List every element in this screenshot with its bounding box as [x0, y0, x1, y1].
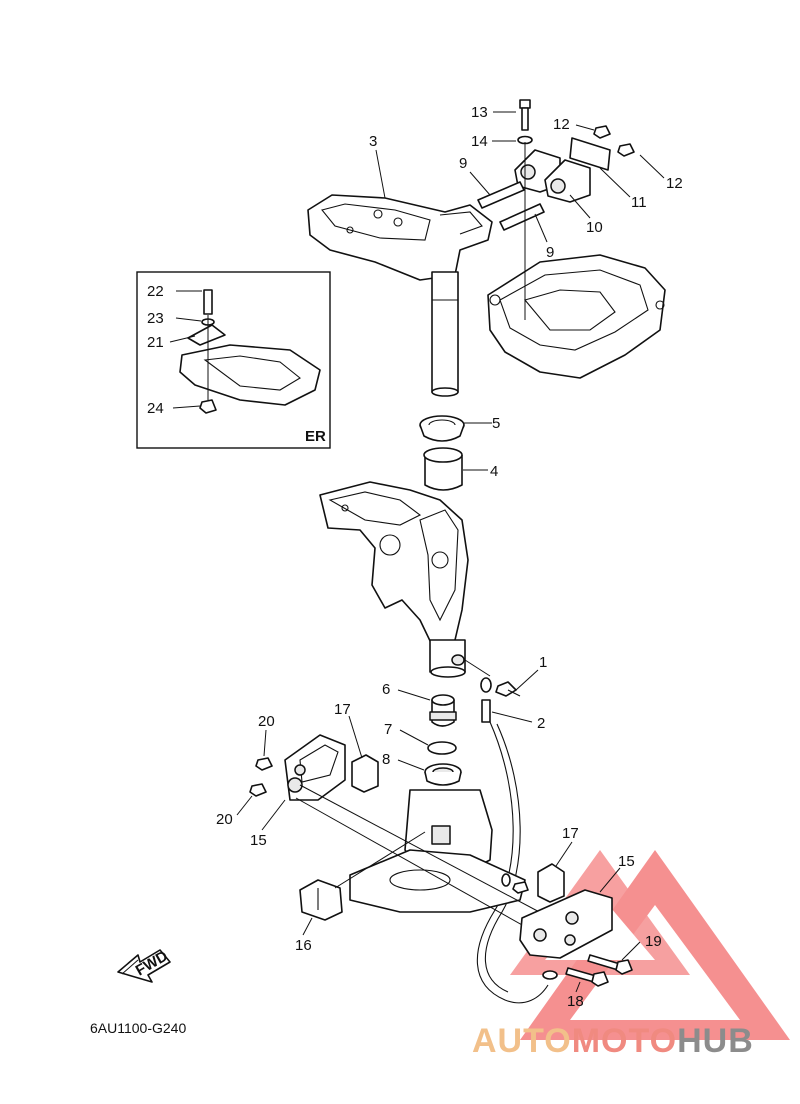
o-ring-part-7 — [427, 741, 457, 755]
callout-16: 16 — [295, 937, 312, 954]
callout-4: 4 — [490, 463, 498, 480]
callout-13: 13 — [471, 104, 488, 121]
fwd-label: FWD — [133, 948, 171, 980]
er-inset-panel — [136, 271, 331, 449]
nut-part-12a — [593, 125, 611, 139]
nut-part-12b — [617, 143, 635, 157]
hose-end-fitting — [542, 970, 558, 980]
studs-part-9 — [477, 181, 545, 231]
nut-part-20a — [255, 757, 273, 771]
seal-part-8 — [424, 763, 462, 786]
rubber-block-part-17b — [537, 863, 565, 903]
clamp-part-15b — [519, 889, 613, 959]
callout-23: 23 — [147, 310, 164, 327]
callout-10: 10 — [586, 219, 603, 236]
diagram-code: 6AU1100-G240 — [90, 1020, 186, 1036]
callout-7: 7 — [384, 721, 392, 738]
callout-2: 2 — [537, 715, 545, 732]
watermark-text: AUTOMOTOHUB — [472, 1022, 754, 1060]
callout-12a: 12 — [553, 116, 570, 133]
callout-6: 6 — [382, 681, 390, 698]
leader-lines — [169, 111, 665, 993]
callout-20b: 20 — [216, 811, 233, 828]
callout-19: 19 — [645, 933, 662, 950]
rubber-block-part-17a — [351, 754, 379, 793]
callout-21: 21 — [147, 334, 164, 351]
callout-15a: 15 — [250, 832, 267, 849]
bolt-part-18 — [565, 967, 609, 987]
callout-24: 24 — [147, 400, 164, 417]
collar-part-5 — [419, 415, 465, 442]
bolt-part-19 — [587, 954, 633, 975]
callout-1: 1 — [539, 654, 547, 671]
watermark-part-moto: MOTO — [572, 1022, 677, 1060]
mount-leader — [334, 831, 426, 889]
callout-15b: 15 — [618, 853, 635, 870]
callout-22: 22 — [147, 283, 164, 300]
callout-5: 5 — [492, 415, 500, 432]
swivel-bracket — [319, 481, 469, 678]
watermark-part-hub: HUB — [677, 1022, 754, 1060]
rubber-mount-part-16 — [299, 879, 343, 921]
hose-clip — [501, 873, 529, 894]
callout-18: 18 — [567, 993, 584, 1010]
callout-8: 8 — [382, 751, 390, 768]
er-inset-label: ER — [305, 428, 326, 445]
upper-casing — [487, 254, 666, 379]
lower-casing — [349, 789, 526, 913]
callout-12b: 12 — [666, 175, 683, 192]
callout-9b: 9 — [546, 244, 554, 261]
callout-14: 14 — [471, 133, 488, 150]
through-axis-lower — [295, 797, 541, 936]
mount-rubbers-part-10 — [514, 149, 591, 203]
callout-9a: 9 — [459, 155, 467, 172]
grease-nipple-part-1 — [495, 681, 521, 697]
callout-11: 11 — [631, 194, 647, 211]
callout-17a: 17 — [334, 701, 351, 718]
callout-17b: 17 — [562, 825, 579, 842]
callout-3: 3 — [369, 133, 377, 150]
bushing-part-4 — [423, 447, 463, 491]
through-axis-upper — [299, 784, 546, 916]
clamp-part-15a — [284, 734, 346, 801]
bolt-part-13 — [519, 99, 531, 131]
plate-part-11 — [569, 137, 611, 171]
callout-20a: 20 — [258, 713, 275, 730]
bushing-part-6 — [429, 694, 457, 727]
callout-labels: 13 14 3 9 12 12 11 10 9 5 4 1 2 6 7 8 17… — [147, 104, 683, 1010]
nut-part-20b — [249, 783, 267, 797]
watermark-part-auto: AUTO — [472, 1022, 572, 1060]
steering-bracket-part-3 — [307, 194, 493, 397]
fwd-direction-arrow-icon — [117, 949, 171, 983]
